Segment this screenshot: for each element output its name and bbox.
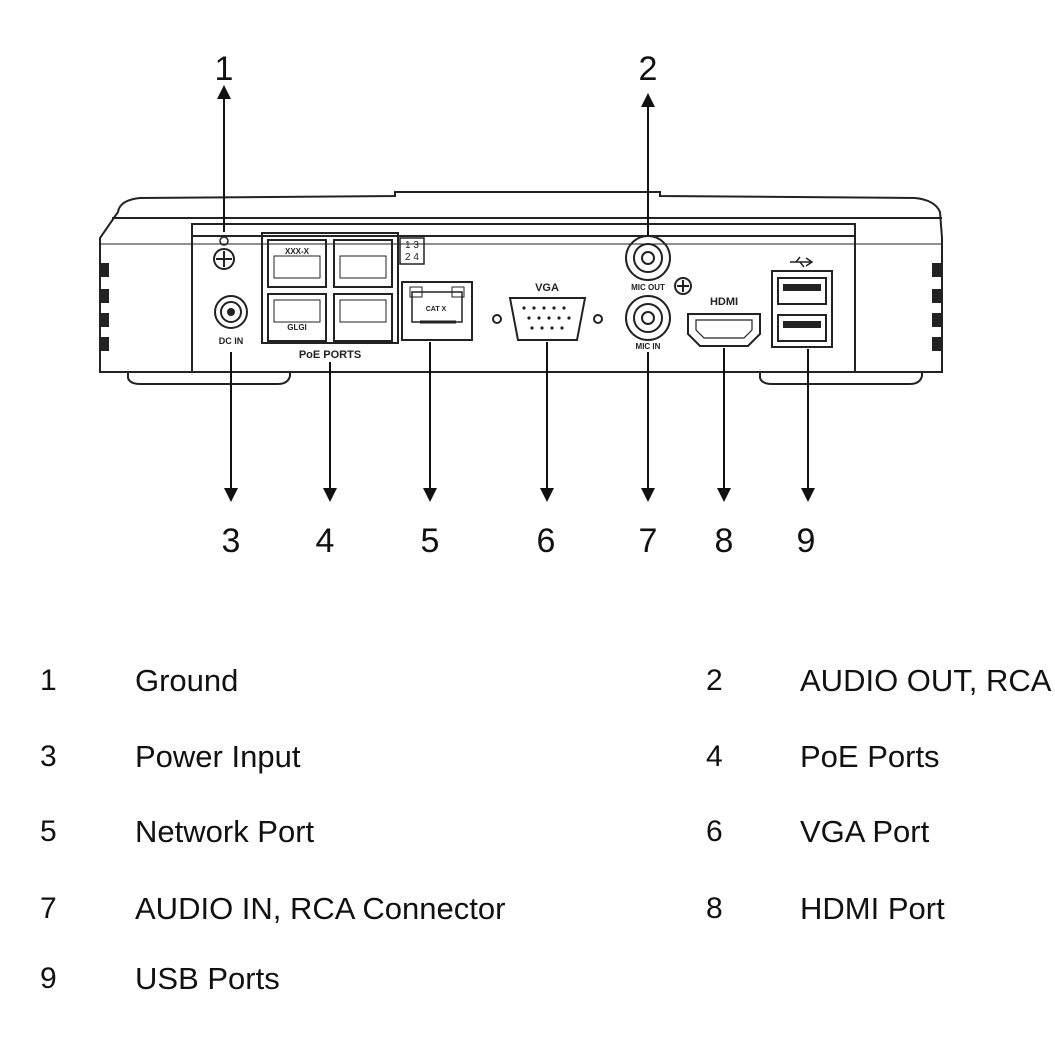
callout-number-2: 2 (638, 50, 658, 88)
legend-label: PoE Ports (800, 739, 940, 774)
dc-power-jack-icon (214, 295, 248, 329)
poe-ports-block (261, 232, 425, 344)
legend-number: 1 (40, 664, 57, 697)
mic-in-label: MIC IN (636, 342, 661, 351)
callout-number-4: 4 (315, 522, 335, 560)
ground-screw-icon (213, 236, 235, 270)
legend-label: USB Ports (135, 961, 280, 996)
mic-out-label: MIC OUT (631, 283, 665, 292)
network-port-icon (401, 281, 473, 341)
legend-label: VGA Port (800, 814, 930, 849)
legend-number: 3 (40, 740, 57, 773)
poe-port-label-bottom-left: GLGI (287, 323, 307, 332)
legend-label: Ground (135, 663, 239, 698)
hdmi-port-icon (687, 313, 761, 347)
audio-in-rca-icon (625, 295, 671, 341)
callout-number-7: 7 (638, 522, 658, 560)
vga-label: VGA (535, 282, 559, 294)
legend-label: Power Input (135, 739, 301, 774)
legend-number: 7 (40, 892, 57, 925)
legend-number: 6 (706, 815, 723, 848)
legend-label: AUDIO OUT, RCA (800, 663, 1052, 698)
callout-number-5: 5 (420, 522, 440, 560)
callout-number-1: 1 (214, 50, 234, 88)
network-port-label: CAT X (426, 306, 447, 313)
legend-number: 5 (40, 815, 57, 848)
poe-port-label-top-left: XXX-X (285, 247, 310, 256)
device-chassis (99, 191, 943, 385)
legend-number: 8 (706, 892, 723, 925)
vga-port-icon (492, 297, 603, 341)
legend-label: HDMI Port (800, 891, 945, 926)
hdmi-label: HDMI (710, 296, 738, 308)
callout-number-3: 3 (221, 522, 241, 560)
legend-number: 9 (40, 962, 57, 995)
callout-number-9: 9 (796, 522, 816, 560)
legend-label: Network Port (135, 814, 315, 849)
usb-ports-icon (771, 256, 833, 348)
callout-number-8: 8 (714, 522, 734, 560)
legend-number: 4 (706, 740, 723, 773)
poe-ports-label: PoE PORTS (299, 349, 361, 361)
dc-in-label: DC IN (219, 336, 244, 346)
port-numbers-bottom: 2 4 (405, 252, 419, 263)
legend-number: 2 (706, 664, 723, 697)
legend-label: AUDIO IN, RCA Connector (135, 891, 506, 926)
callout-arrows (217, 85, 815, 502)
callout-number-6: 6 (536, 522, 556, 560)
device-rear-panel-diagram: DC IN XXX-X GLGI PoE PORTS 1 3 2 4 CAT X (99, 85, 943, 502)
port-numbers-top: 1 3 (405, 240, 419, 251)
